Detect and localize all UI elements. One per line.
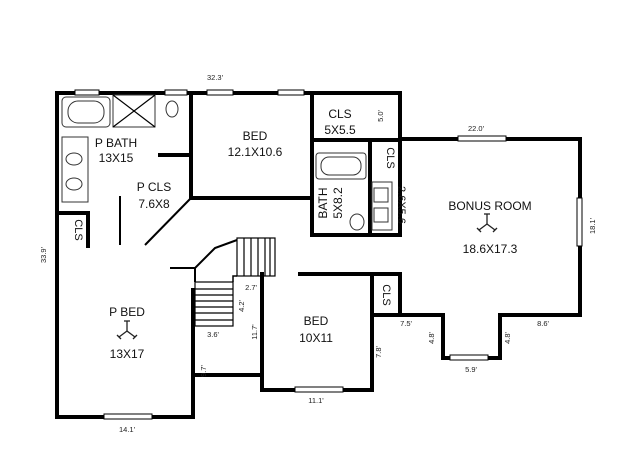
dim-stair-c: 3.6'	[207, 330, 219, 339]
bed-bottom-name: BED	[304, 314, 329, 328]
cls-mid-name: CLS	[380, 284, 392, 305]
dim-step-b: 4.8'	[427, 332, 436, 344]
dim-bed-left: 11.7'	[250, 324, 259, 340]
exterior-walls	[55, 91, 582, 419]
dim-top-width: 32.3'	[207, 73, 224, 82]
bath-fixtures	[61, 94, 393, 231]
p-bed-name: P BED	[109, 305, 145, 319]
p-bath-size: 13X15	[99, 151, 134, 165]
p-cls-size: 7.6X8	[138, 197, 170, 211]
cls-top-name: CLS	[328, 107, 351, 121]
dim-step-d: 8.6'	[537, 319, 549, 328]
dim-cls-depth: 5.0'	[376, 110, 385, 122]
dim-bonus-width: 22.0'	[468, 124, 485, 133]
dim-stair-b: 4.2'	[237, 300, 246, 312]
bed-top-name: BED	[243, 129, 268, 143]
dim-bonus-height: 18.1'	[588, 217, 597, 234]
ceiling-fan-icon	[116, 320, 138, 340]
bonus-room-name: BONUS ROOM	[448, 199, 531, 213]
dim-stair-a: 2.7'	[245, 283, 257, 292]
interior-walls	[55, 91, 402, 392]
dimension-labels: 32.3' 5.0' 22.0' 18.1' 33.9' 2.7' 4.2' 3…	[39, 73, 597, 434]
bed-bottom-size: 10X11	[299, 331, 333, 345]
room-labels: P BATH 13X15 P CLS 7.6X8 BED 12.1X10.6 C…	[72, 107, 532, 361]
closet-small-size: 2.6X5.6	[395, 186, 407, 224]
p-bed-size: 13X17	[110, 347, 145, 361]
dim-step-a: 7.5'	[400, 319, 412, 328]
ceiling-fan-icon	[476, 213, 498, 233]
cls-left-name: CLS	[72, 219, 84, 240]
dim-bed-bottom: 11.1'	[308, 396, 324, 405]
p-cls-name: P CLS	[137, 180, 171, 194]
dim-bed-right: 7.8'	[374, 346, 383, 358]
bath-size: 5X8.2	[331, 187, 345, 219]
bath-name: BATH	[316, 187, 330, 218]
dim-bay: 5.9'	[465, 365, 477, 374]
staircase	[170, 237, 276, 327]
dim-step-c: 4.8'	[503, 332, 512, 344]
dim-left-height: 33.9'	[39, 246, 48, 263]
cls-side-name: CLS	[384, 147, 396, 168]
bonus-room-size: 18.6X17.3	[463, 242, 518, 256]
dim-pbed-bottom: 14.1'	[119, 425, 136, 434]
cls-top-size: 5X5.5	[324, 123, 356, 137]
p-bath-name: P BATH	[95, 136, 137, 150]
dim-pbed-side: 9.7'	[199, 365, 208, 377]
windows	[74, 89, 583, 420]
bed-top-size: 12.1X10.6	[228, 145, 283, 159]
